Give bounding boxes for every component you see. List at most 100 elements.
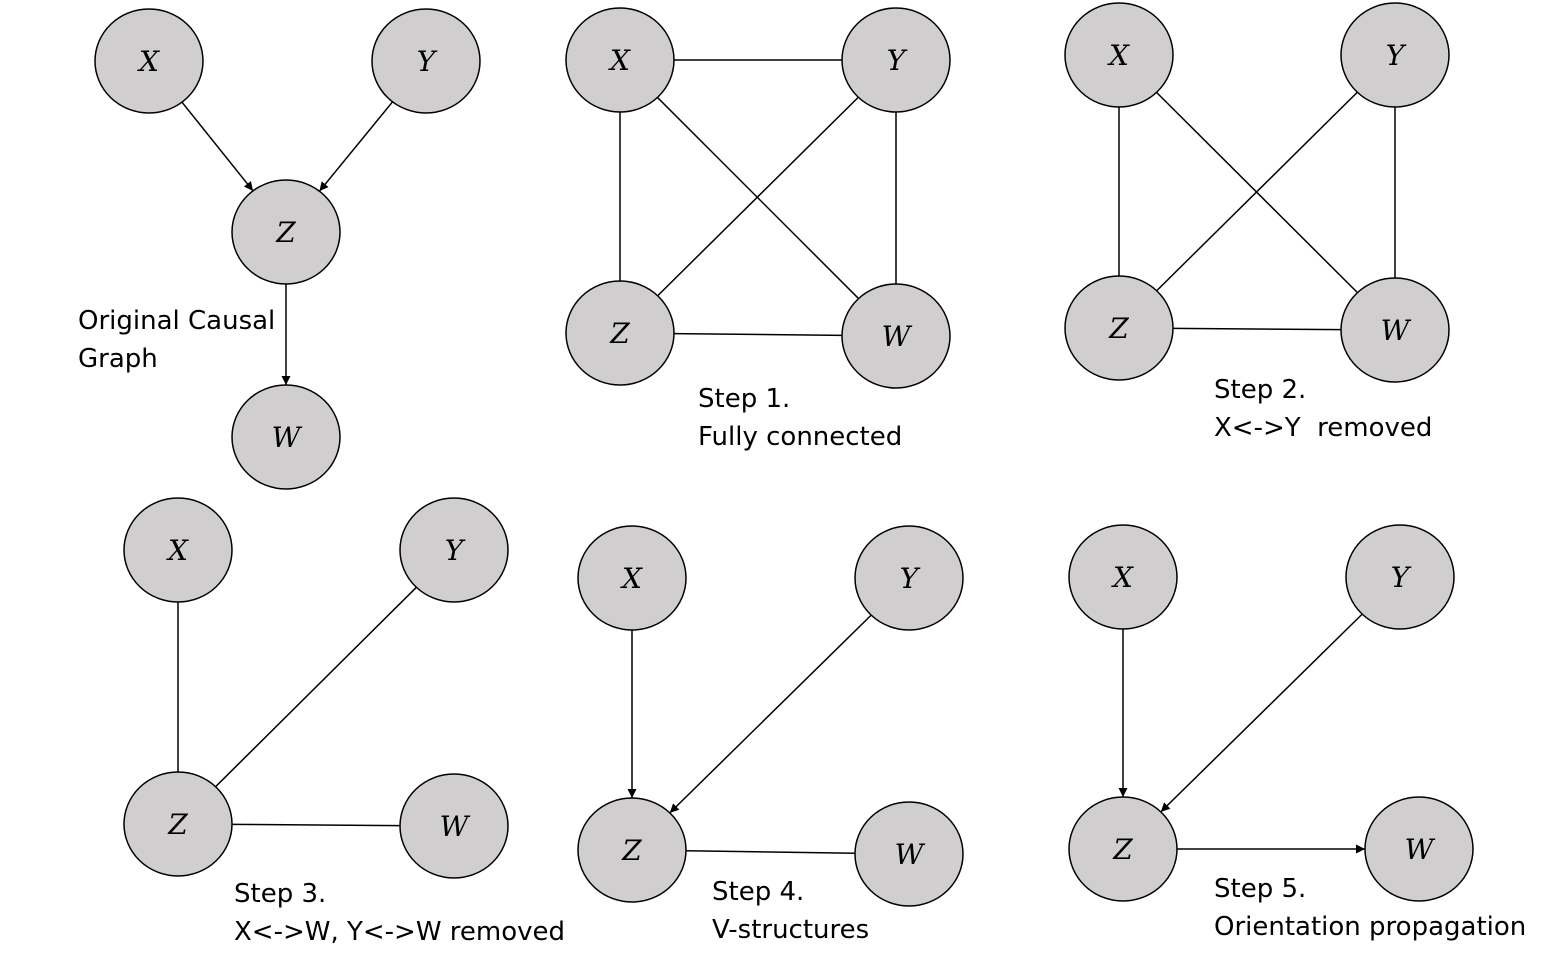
edge-step4-z-w	[685, 850, 856, 854]
edge-original-x-z-arrow	[181, 101, 254, 192]
node-label: Y	[445, 534, 466, 567]
caption-line: Step 3.	[234, 879, 327, 909]
node-step1-z: Z	[565, 280, 675, 386]
caption-line: Graph	[78, 344, 158, 374]
node-circle	[565, 7, 675, 113]
caption-step2: Step 2. X<->Y removed	[1214, 371, 1432, 447]
edge-step2-z-w	[1172, 327, 1342, 331]
node-circle	[123, 771, 233, 877]
node-step2-z: Z	[1064, 275, 1174, 381]
node-label: Z	[1108, 312, 1129, 345]
node-label: Y	[887, 44, 908, 77]
node-step3-w: W	[399, 773, 509, 879]
node-circle	[1064, 2, 1174, 108]
node-label: Z	[167, 808, 188, 841]
node-circle	[565, 280, 675, 386]
node-label: X	[608, 44, 631, 77]
node-label: Y	[1391, 561, 1412, 594]
edge-step2-y-z	[1156, 91, 1358, 292]
node-step2-x: X	[1064, 2, 1174, 108]
caption-line: Step 1.	[698, 384, 791, 414]
caption-line: X<->Y removed	[1214, 413, 1433, 443]
node-circle	[1340, 277, 1450, 383]
caption-line: Orientation propagation	[1214, 912, 1527, 942]
node-circle	[231, 179, 341, 285]
node-step1-w: W	[841, 283, 951, 389]
node-circle	[94, 8, 204, 114]
edge-step1-x-w	[656, 96, 860, 300]
caption-original: Original Causal Graph	[78, 302, 275, 378]
edge-step1-z-w	[673, 332, 843, 337]
node-step5-x: X	[1068, 524, 1178, 630]
node-circle	[841, 7, 951, 113]
node-label: Y	[1386, 39, 1407, 72]
node-step1-x: X	[565, 7, 675, 113]
caption-line: V-structures	[712, 915, 870, 945]
node-step3-y: Y	[399, 497, 509, 603]
caption-step1: Step 1. Fully connected	[698, 380, 902, 456]
node-circle	[399, 497, 509, 603]
caption-step4: Step 4. V-structures	[712, 873, 869, 949]
node-step5-w: W	[1364, 796, 1474, 902]
edge-step3-z-w	[231, 823, 401, 827]
caption-line: Fully connected	[698, 422, 903, 452]
node-circle	[577, 525, 687, 631]
node-step4-y: Y	[854, 525, 964, 631]
node-step5-z: Z	[1068, 796, 1178, 902]
node-label: Y	[417, 45, 438, 78]
node-circle	[231, 384, 341, 490]
node-original-y: Y	[371, 8, 481, 114]
node-circle	[123, 497, 233, 603]
node-circle	[1364, 796, 1474, 902]
node-circle	[841, 283, 951, 389]
node-circle	[371, 8, 481, 114]
caption-step5: Step 5. Orientation propagation	[1214, 870, 1526, 946]
node-label: X	[1107, 39, 1130, 72]
edge-step1-y-z	[657, 96, 859, 297]
node-label: X	[137, 45, 160, 78]
node-label: W	[895, 838, 926, 871]
node-label: W	[440, 810, 471, 843]
caption-line: Step 2.	[1214, 375, 1307, 405]
edge-original-y-z-arrow	[318, 101, 394, 192]
node-circle	[1340, 2, 1450, 108]
node-label: Z	[275, 216, 296, 249]
node-label: W	[272, 421, 303, 454]
caption-line: Step 4.	[712, 877, 805, 907]
node-step4-x: X	[577, 525, 687, 631]
node-step4-z: Z	[577, 797, 687, 903]
node-step2-y: Y	[1340, 2, 1450, 108]
node-circle	[399, 773, 509, 879]
caption-line: X<->W, Y<->W removed	[234, 917, 566, 947]
node-circle	[1064, 275, 1174, 381]
node-label: Y	[900, 562, 921, 595]
caption-line: Step 5.	[1214, 874, 1307, 904]
node-circle	[1068, 796, 1178, 902]
edge-step5-y-z-arrow	[1160, 613, 1363, 813]
caption-line: Original Causal	[78, 306, 276, 336]
node-original-x: X	[94, 8, 204, 114]
edge-step4-y-z-arrow	[669, 614, 872, 814]
node-label: W	[1381, 314, 1412, 347]
node-step3-z: Z	[123, 771, 233, 877]
node-label: Z	[609, 317, 630, 350]
node-circle	[1068, 524, 1178, 630]
node-step3-x: X	[123, 497, 233, 603]
node-circle	[854, 801, 964, 907]
node-step1-y: Y	[841, 7, 951, 113]
node-step4-w: W	[854, 801, 964, 907]
node-label: W	[1405, 833, 1436, 866]
node-label: Z	[1112, 833, 1133, 866]
node-original-z: Z	[231, 179, 341, 285]
node-step2-w: W	[1340, 277, 1450, 383]
node-original-w: W	[231, 384, 341, 490]
node-circle	[1345, 524, 1455, 630]
node-step5-y: Y	[1345, 524, 1455, 630]
node-label: W	[882, 320, 913, 353]
node-label: X	[166, 534, 189, 567]
node-circle	[854, 525, 964, 631]
node-circle	[577, 797, 687, 903]
caption-step3: Step 3. X<->W, Y<->W removed	[234, 875, 565, 951]
node-label: X	[1111, 561, 1134, 594]
